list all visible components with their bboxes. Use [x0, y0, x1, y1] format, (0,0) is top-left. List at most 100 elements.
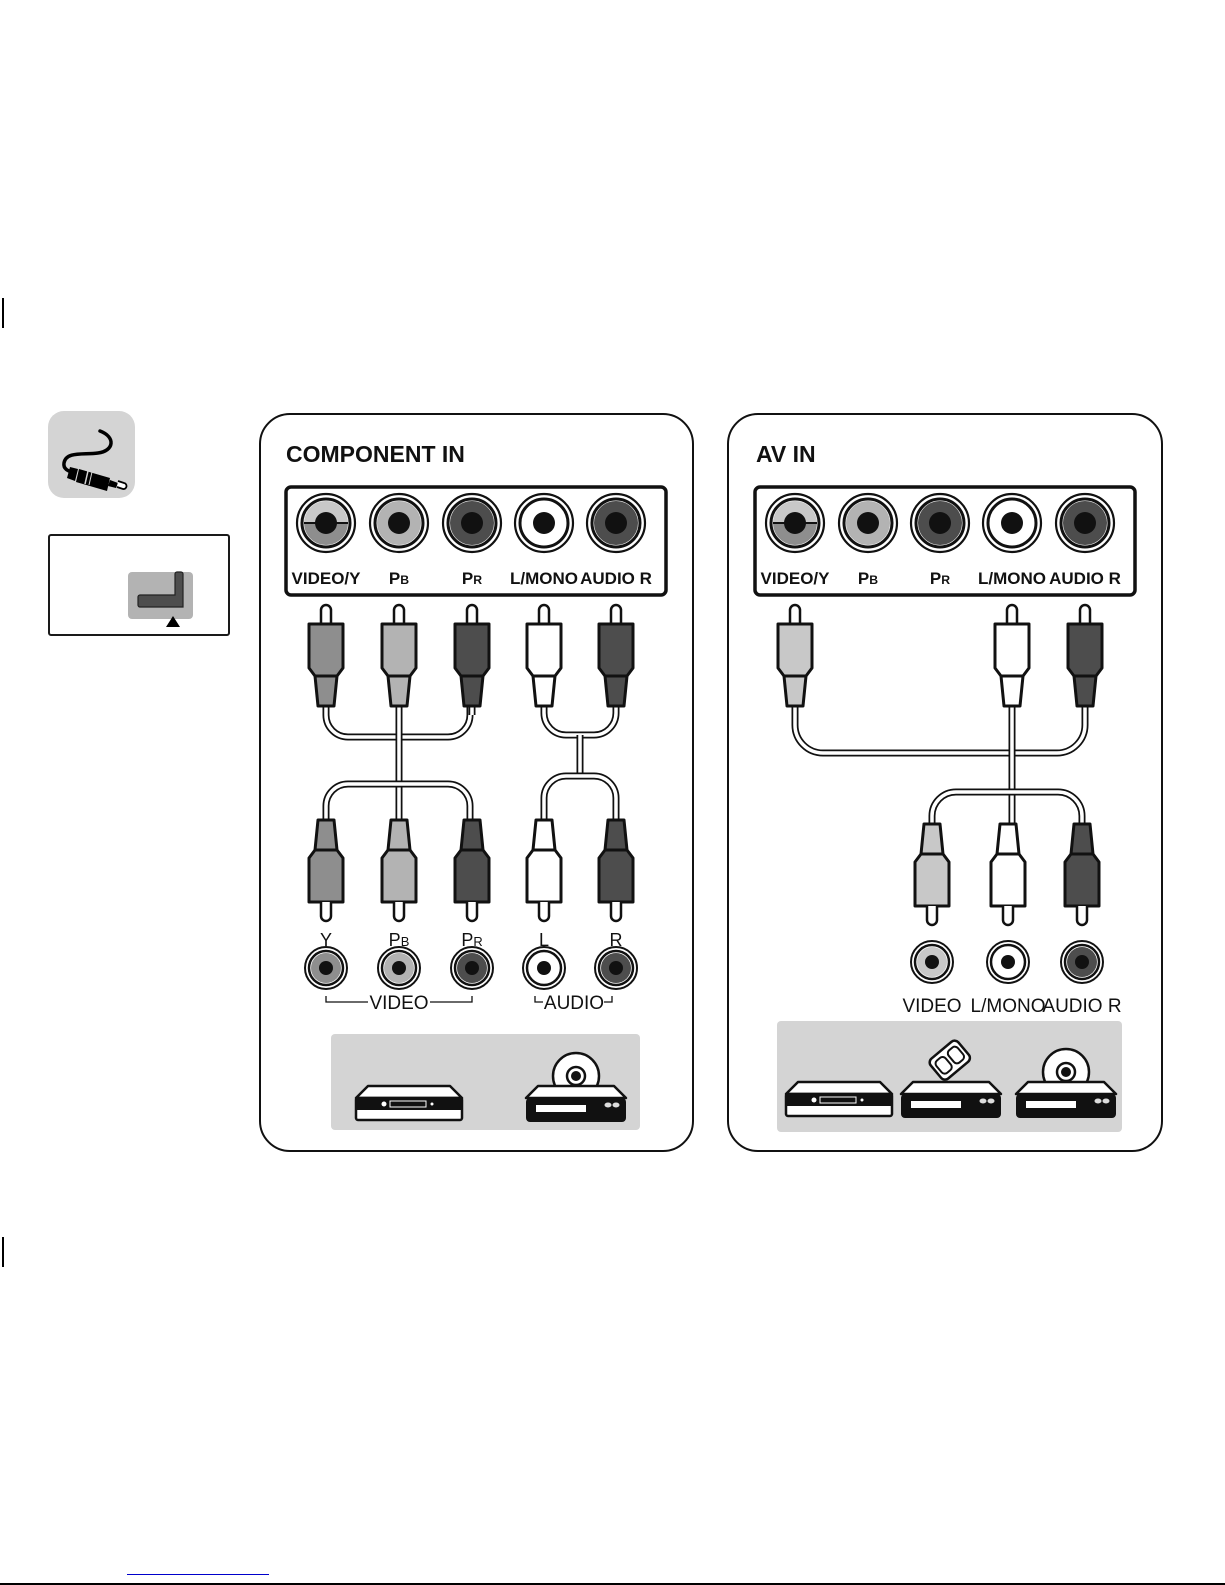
- plug-neck: [533, 676, 555, 706]
- tv-jack-lmono[interactable]: [983, 494, 1041, 552]
- device-button: [988, 1099, 995, 1104]
- device-jack[interactable]: [378, 947, 420, 989]
- plug-tip: [1007, 605, 1017, 624]
- plug-tip: [467, 605, 477, 624]
- jack-pin: [1001, 512, 1023, 534]
- tv-jack-lmono[interactable]: [515, 494, 573, 552]
- plug-body: [382, 624, 416, 676]
- plug-tip: [539, 605, 549, 624]
- video-group-label-main: VIDEO: [369, 993, 428, 1014]
- tv-jack-videoy[interactable]: [766, 494, 824, 552]
- plug-neck: [388, 676, 410, 706]
- device-top: [356, 1086, 462, 1098]
- device-tray: [1026, 1101, 1076, 1108]
- tv-jack-audior[interactable]: [1056, 494, 1114, 552]
- plug-neck: [461, 676, 483, 706]
- device-top: [786, 1082, 892, 1094]
- disc-center: [1061, 1067, 1071, 1077]
- plug-tip: [394, 605, 404, 624]
- tv-port-label-main: VIDEO/Y: [761, 569, 831, 588]
- plug-body: [309, 624, 343, 676]
- plug-body: [1068, 624, 1102, 676]
- tv-port-label-main: L/MONO: [510, 569, 578, 588]
- device-port-label-main: L/MONO: [971, 996, 1046, 1017]
- device-port-label-main: VIDEO: [902, 996, 961, 1017]
- tv-jack-pb[interactable]: [370, 494, 428, 552]
- plug-tip: [321, 605, 331, 624]
- plug-tip: [1080, 605, 1090, 624]
- plug-body: [1065, 854, 1099, 906]
- av-in-panel: AV INVIDEO/YPBPRL/MONOAUDIO RVIDEOL/MONO…: [728, 414, 1162, 1151]
- device-jack[interactable]: [1061, 941, 1103, 983]
- av-in-title: AV IN: [756, 441, 816, 467]
- device-jack[interactable]: [987, 941, 1029, 983]
- device-button: [1095, 1099, 1102, 1104]
- plug-neck: [533, 820, 555, 850]
- plug-neck: [997, 824, 1019, 854]
- tv-port-label-main: P: [930, 569, 941, 588]
- plug-body: [599, 624, 633, 676]
- device-jack[interactable]: [595, 947, 637, 989]
- set-top-box-icon: [786, 1082, 892, 1116]
- jack-pin: [857, 512, 879, 534]
- plug-tip: [394, 902, 404, 921]
- plug-neck: [605, 820, 627, 850]
- tv-jack-videoy[interactable]: [297, 494, 355, 552]
- tv-port-label-main: L/MONO: [978, 569, 1046, 588]
- set-top-box-icon: [356, 1086, 462, 1120]
- plug-neck: [315, 676, 337, 706]
- jack-pin: [1074, 512, 1096, 534]
- jack-pin: [925, 955, 939, 969]
- tv-port-label-main: P: [858, 569, 869, 588]
- tv-port-label-main: VIDEO/Y: [292, 569, 362, 588]
- plug-body: [382, 850, 416, 902]
- tv-port-label: AUDIO R: [580, 569, 652, 588]
- plug-neck: [1074, 676, 1096, 706]
- tv-port-label-sub: R: [941, 573, 950, 587]
- tv-jack-pr[interactable]: [911, 494, 969, 552]
- tv-jack-audior[interactable]: [587, 494, 645, 552]
- plug-tip: [611, 605, 621, 624]
- tv-jack-pb[interactable]: [839, 494, 897, 552]
- tv-port-label-main: AUDIO R: [580, 569, 652, 588]
- disc-center: [571, 1071, 581, 1081]
- plug-tip: [1003, 906, 1013, 925]
- device-port-label: L/MONO: [971, 996, 1046, 1017]
- tv-jack-pr[interactable]: [443, 494, 501, 552]
- plug-body: [527, 850, 561, 902]
- device-jack[interactable]: [451, 947, 493, 989]
- plug-tip: [611, 902, 621, 921]
- device-top: [526, 1086, 626, 1098]
- plug-body: [915, 854, 949, 906]
- device-jack[interactable]: [523, 947, 565, 989]
- device-slot: [390, 1101, 426, 1107]
- plug-body: [995, 624, 1029, 676]
- jack-pin: [319, 961, 333, 975]
- tv-port-label-main: AUDIO R: [1049, 569, 1121, 588]
- device-button: [980, 1099, 987, 1104]
- device-jack[interactable]: [305, 947, 347, 989]
- jack-pin: [1001, 955, 1015, 969]
- plug-body: [599, 850, 633, 902]
- plug-neck: [315, 820, 337, 850]
- plug-neck: [921, 824, 943, 854]
- jack-pin: [929, 512, 951, 534]
- device-button: [605, 1103, 612, 1108]
- plug-tip: [927, 906, 937, 925]
- tv-port-label: VIDEO/Y: [292, 569, 362, 588]
- jack-pin: [609, 961, 623, 975]
- jack-pin: [605, 512, 627, 534]
- device-slot: [820, 1097, 856, 1103]
- jack-pin: [533, 512, 555, 534]
- plug-body: [309, 850, 343, 902]
- plug-neck: [1071, 824, 1093, 854]
- component-in-title: COMPONENT IN: [286, 441, 465, 467]
- component-in-panel: COMPONENT INVIDEO/YPBPRL/MONOAUDIO RYPBP…: [260, 414, 693, 1151]
- device-jack[interactable]: [911, 941, 953, 983]
- plug-tip: [321, 902, 331, 921]
- audio-group-label: AUDIO: [544, 993, 604, 1014]
- tv-port-label: VIDEO/Y: [761, 569, 831, 588]
- plug-neck: [1001, 676, 1023, 706]
- plug-body: [991, 854, 1025, 906]
- tv-port-label: AUDIO R: [1049, 569, 1121, 588]
